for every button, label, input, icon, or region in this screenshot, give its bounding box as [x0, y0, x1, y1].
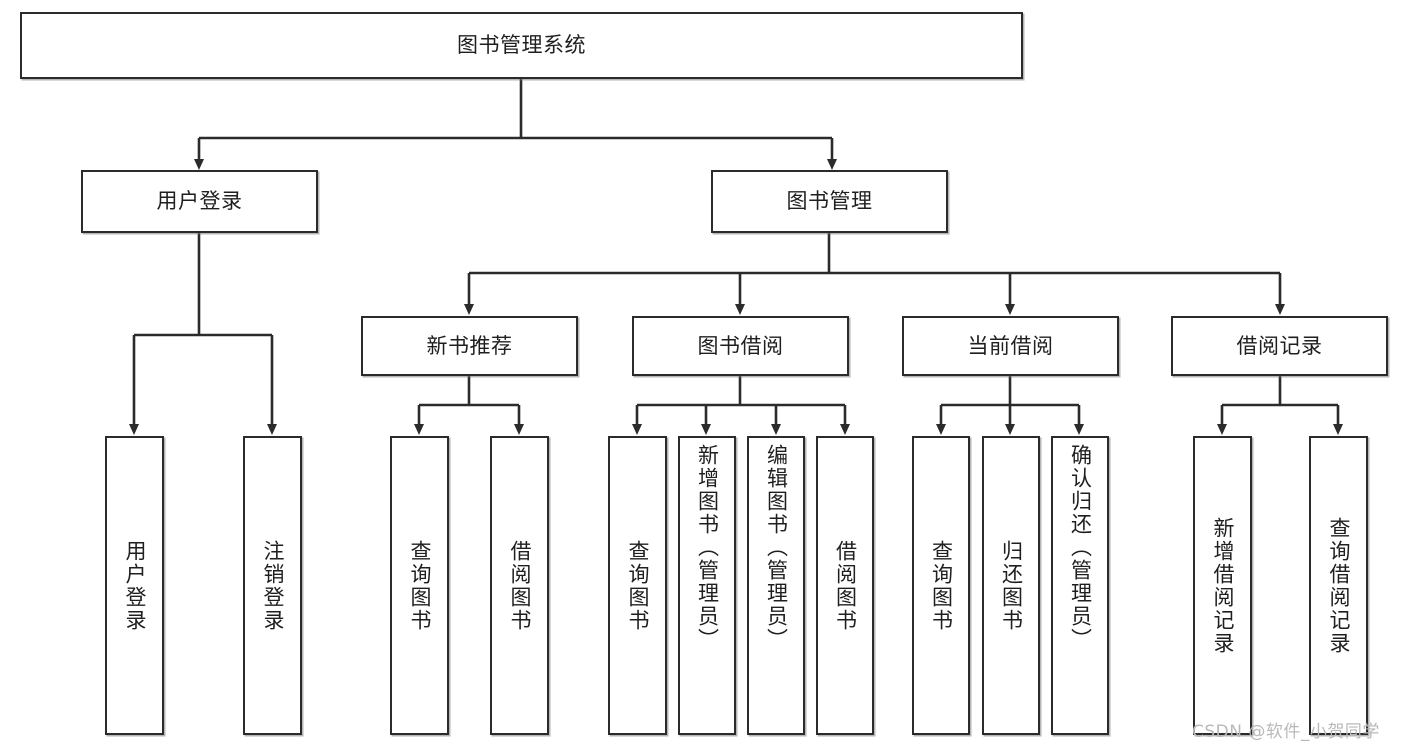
- leaf-cb-return-book-label: 归还图书: [999, 539, 1024, 632]
- leaf-cb-return-book[interactable]: 归还图书: [982, 436, 1040, 735]
- leaf-nb-borrow-book-label: 借阅图书: [508, 539, 532, 632]
- leaf-bb-borrow-book[interactable]: 借阅图书: [816, 436, 874, 735]
- node-new-book-recommend-label: 新书推荐: [426, 333, 513, 358]
- leaf-br-add-record-label: 新增借阅记录: [1211, 516, 1235, 655]
- leaf-cb-confirm-return[interactable]: 确认归还（管理员）: [1051, 436, 1109, 735]
- leaf-cb-query-book-label: 查询图书: [929, 539, 954, 632]
- leaf-user-login[interactable]: 用户登录: [105, 436, 164, 735]
- leaf-bb-query-book[interactable]: 查询图书: [608, 436, 667, 735]
- leaf-bb-edit-book-label: 编辑图书（管理员）: [764, 444, 789, 651]
- node-borrow-record[interactable]: 借阅记录: [1171, 316, 1388, 376]
- node-root[interactable]: 图书管理系统: [20, 12, 1023, 79]
- node-borrow-record-label: 借阅记录: [1236, 333, 1323, 358]
- watermark-text: CSDN @软件_小贺同学: [1192, 722, 1380, 742]
- node-book-manage-label: 图书管理: [786, 189, 873, 214]
- node-book-manage[interactable]: 图书管理: [711, 170, 948, 233]
- node-user-login-label: 用户登录: [156, 189, 243, 214]
- leaf-bb-borrow-book-label: 借阅图书: [833, 539, 858, 632]
- leaf-bb-add-book-label: 新增图书（管理员）: [695, 444, 720, 651]
- node-user-login[interactable]: 用户登录: [81, 170, 318, 233]
- leaf-nb-query-book[interactable]: 查询图书: [390, 436, 449, 735]
- leaf-cb-query-book[interactable]: 查询图书: [912, 436, 970, 735]
- node-current-borrow[interactable]: 当前借阅: [902, 316, 1119, 376]
- leaf-user-login-label: 用户登录: [123, 539, 147, 632]
- leaf-cb-confirm-return-label: 确认归还（管理员）: [1068, 444, 1093, 651]
- leaf-nb-borrow-book[interactable]: 借阅图书: [490, 436, 549, 735]
- leaf-br-add-record[interactable]: 新增借阅记录: [1193, 436, 1252, 735]
- leaf-bb-edit-book[interactable]: 编辑图书（管理员）: [747, 436, 805, 735]
- node-new-book-recommend[interactable]: 新书推荐: [361, 316, 578, 376]
- leaf-logout[interactable]: 注销登录: [243, 436, 302, 735]
- leaf-logout-label: 注销登录: [261, 539, 285, 632]
- leaf-bb-query-book-label: 查询图书: [626, 539, 650, 632]
- node-current-borrow-label: 当前借阅: [967, 333, 1054, 358]
- node-book-borrow[interactable]: 图书借阅: [632, 316, 849, 376]
- leaf-nb-query-book-label: 查询图书: [408, 539, 432, 632]
- leaf-br-query-record-label: 查询借阅记录: [1327, 516, 1351, 655]
- leaf-bb-add-book[interactable]: 新增图书（管理员）: [678, 436, 736, 735]
- leaf-br-query-record[interactable]: 查询借阅记录: [1309, 436, 1368, 735]
- node-root-label: 图书管理系统: [457, 33, 586, 58]
- node-book-borrow-label: 图书借阅: [697, 333, 784, 358]
